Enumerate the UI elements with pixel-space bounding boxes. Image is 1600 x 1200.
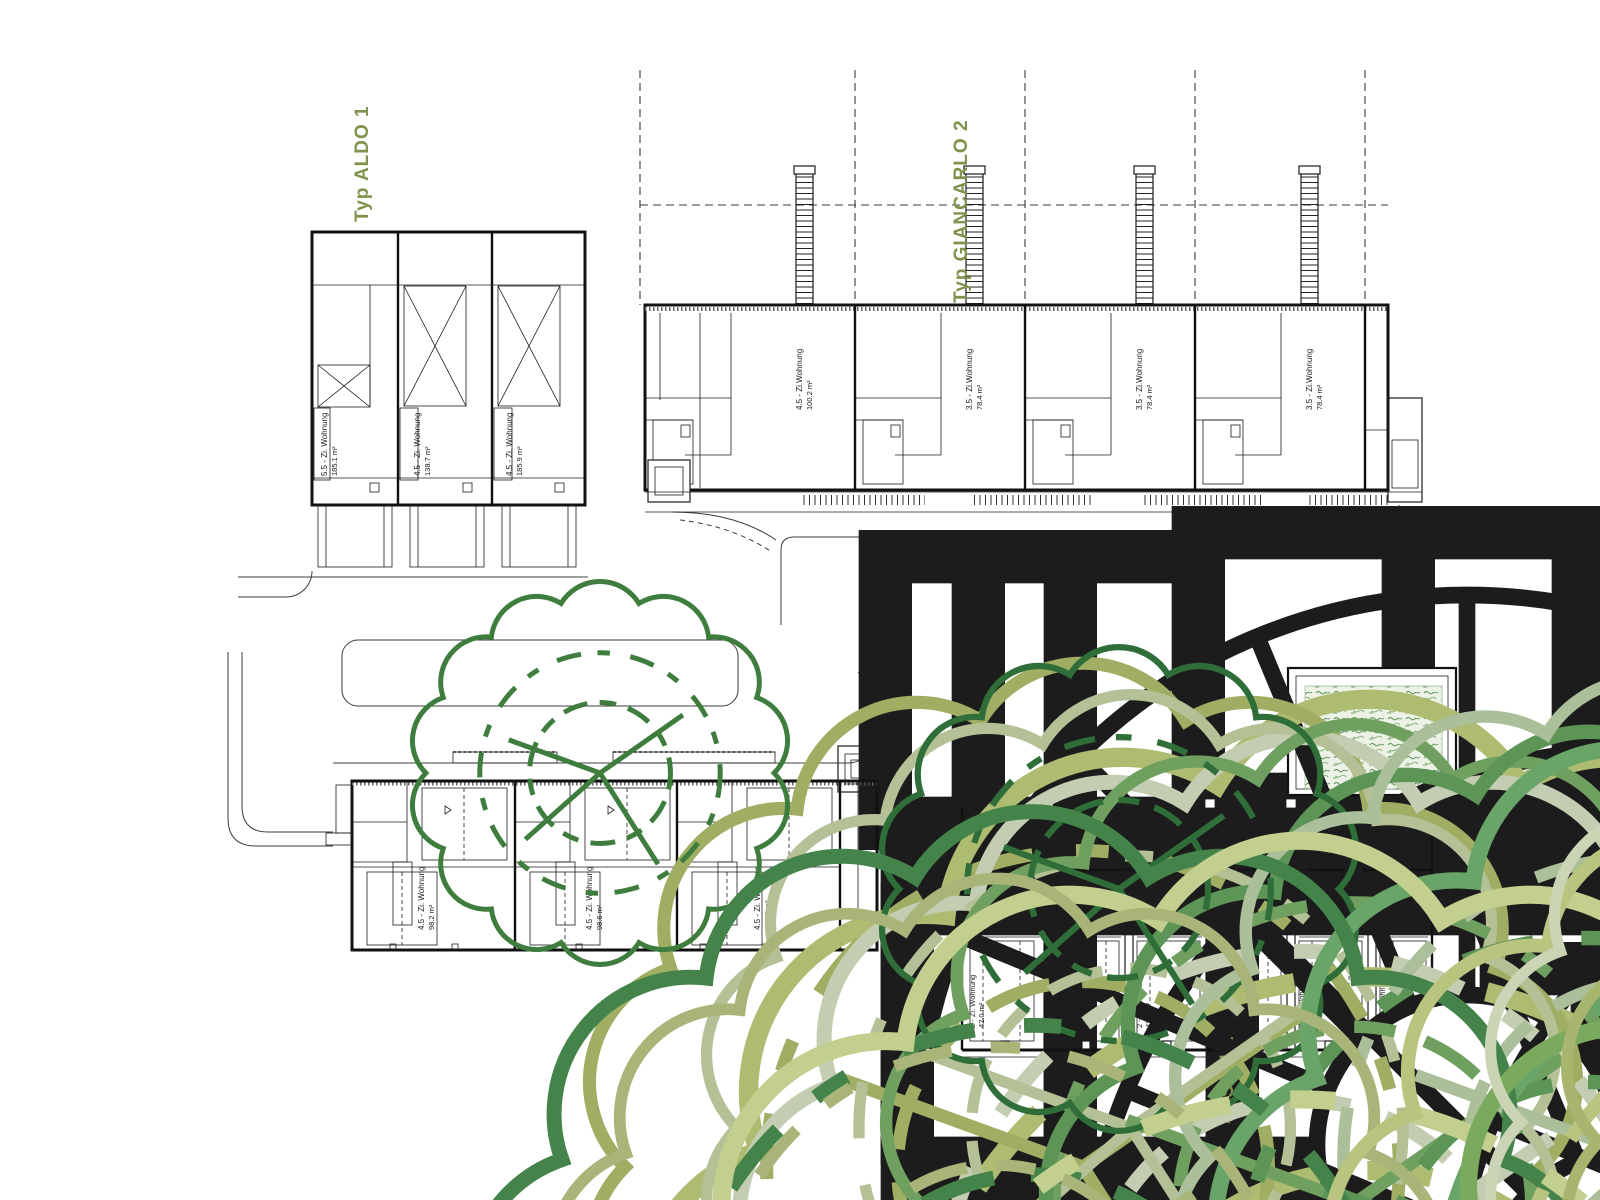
svg-text:185.1 m²: 185.1 m²: [330, 446, 339, 476]
unit-label: 3.5 - Zi.Wohnung 78.4 m²: [1135, 349, 1154, 410]
unit-label: 2 - Zi. Wohnung 42.0 m²: [1054, 975, 1072, 1028]
building-giancarlo: 4.5 - Zi.Wohnung 100.2 m² 3.5 - Zi.Wohnu…: [643, 119, 1600, 1200]
svg-text:78.4 m²: 78.4 m²: [1315, 384, 1324, 410]
svg-text:98.6 m²: 98.6 m²: [595, 904, 604, 930]
unit-label: 4.5 - Zi. Wohnung 98.6 m²: [585, 867, 604, 930]
svg-text:2 - Zi. Wohnung: 2 - Zi. Wohnung: [1297, 975, 1306, 1028]
unit-label: 3.5 - Zi.Wohnung 78.4 m²: [1305, 349, 1324, 410]
building-aldo: 5.5 - Zi. Wohnung 185.1 m² 4.5 - Zi. Woh…: [310, 105, 1600, 1200]
svg-text:185.9 m²: 185.9 m²: [515, 446, 524, 476]
svg-text:4.5 - Zi. Wohnung: 4.5 - Zi. Wohnung: [753, 867, 762, 930]
unit-label: 4.5 - Zi. Wohnung 138.7 m²: [413, 413, 432, 476]
svg-text:3.5 - Zi.Wohnung: 3.5 - Zi.Wohnung: [965, 349, 974, 410]
svg-text:42.0 m²: 42.0 m²: [1225, 1002, 1234, 1028]
svg-text:2 - Zi. Wohnung: 2 - Zi. Wohnung: [968, 975, 977, 1028]
svg-text:98.2 m²: 98.2 m²: [427, 904, 436, 930]
unit-label: 4.5 - Zi.Wohnung 100.2 m²: [795, 349, 814, 410]
svg-text:4.5 - Zi. Wohnung: 4.5 - Zi. Wohnung: [505, 413, 514, 476]
svg-text:5.5 - Zi. Wohnung: 5.5 - Zi. Wohnung: [320, 413, 329, 476]
svg-text:4.5 - Zi.Wohnung: 4.5 - Zi.Wohnung: [795, 349, 804, 410]
unit-label: 3.5 - Zi.Wohnung 78.4 m²: [965, 349, 984, 410]
svg-text:42.0 m²: 42.0 m²: [1063, 1002, 1072, 1028]
svg-text:3.5 - Zi.Wohnung: 3.5 - Zi.Wohnung: [1135, 349, 1144, 410]
building-title-giancarlo: Typ GIANCARLO 2: [951, 119, 972, 303]
svg-text:4.5 - Zi. Wohnung: 4.5 - Zi. Wohnung: [413, 413, 422, 476]
svg-text:78.4 m²: 78.4 m²: [1145, 384, 1154, 410]
svg-text:2 - Zi. Wohnung: 2 - Zi. Wohnung: [1054, 975, 1063, 1028]
svg-text:4.5 - Zi. Wohnung: 4.5 - Zi. Wohnung: [585, 867, 594, 930]
svg-text:78.4 m²: 78.4 m²: [975, 384, 984, 410]
svg-text:138.7 m²: 138.7 m²: [423, 446, 432, 476]
unit-label: 2 - Zi. Wohnung 42.0 m²: [968, 975, 986, 1028]
unit-label: 4.5 - Zi. Wohnung 98.2 m²: [417, 867, 436, 930]
svg-text:4.5 - Zi. Wohnung: 4.5 - Zi. Wohnung: [417, 867, 426, 930]
svg-text:3.5 - Zi.Wohnung: 3.5 - Zi.Wohnung: [1305, 349, 1314, 410]
unit-label: 5.5 - Zi. Wohnung 185.1 m²: [320, 413, 339, 476]
unit-label: 4.5 - Zi. Wohnung 185.9 m²: [505, 413, 524, 476]
svg-text:42.0 m²: 42.0 m²: [977, 1002, 986, 1028]
svg-text:100.2 m²: 100.2 m²: [805, 380, 814, 410]
property-lines: [639, 70, 1388, 305]
building-title-aldo: Typ ALDO 1: [352, 105, 373, 222]
